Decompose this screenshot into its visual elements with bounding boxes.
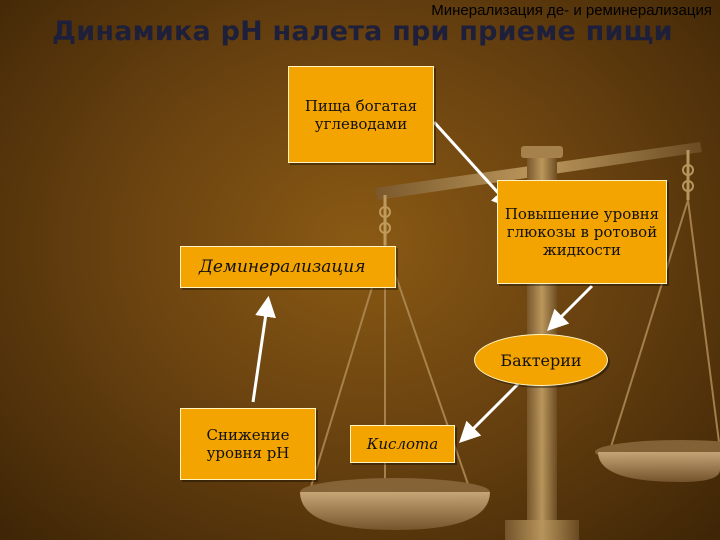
slide-subtitle: Минерализация де- и реминерализация: [431, 2, 712, 19]
node-acid-label: Кислота: [366, 435, 439, 453]
node-ph-drop: Снижение уровня рН: [180, 408, 316, 480]
node-acid: Кислота: [350, 425, 455, 463]
node-glucose-label: Повышение уровня глюкозы в ротовой жидко…: [504, 205, 660, 259]
node-glucose: Повышение уровня глюкозы в ротовой жидко…: [497, 180, 667, 284]
node-food: Пища богатая углеводами: [288, 66, 434, 163]
node-bacteria: Бактерии: [474, 334, 608, 386]
node-food-label: Пища богатая углеводами: [304, 96, 418, 133]
node-ph-drop-label: Снижение уровня рН: [206, 426, 290, 462]
arrow-ph-to-demin: [251, 295, 276, 403]
node-demineralization: Деминерализация: [180, 246, 396, 288]
node-bacteria-label: Бактерии: [500, 350, 582, 370]
arrow-bacteria-to-acid: [459, 382, 520, 443]
arrow-glucose-to-bacteria: [547, 284, 594, 331]
slide-title: Динамика рН налета при приеме пищи: [52, 16, 673, 47]
node-demineralization-label: Деминерализация: [199, 256, 366, 277]
